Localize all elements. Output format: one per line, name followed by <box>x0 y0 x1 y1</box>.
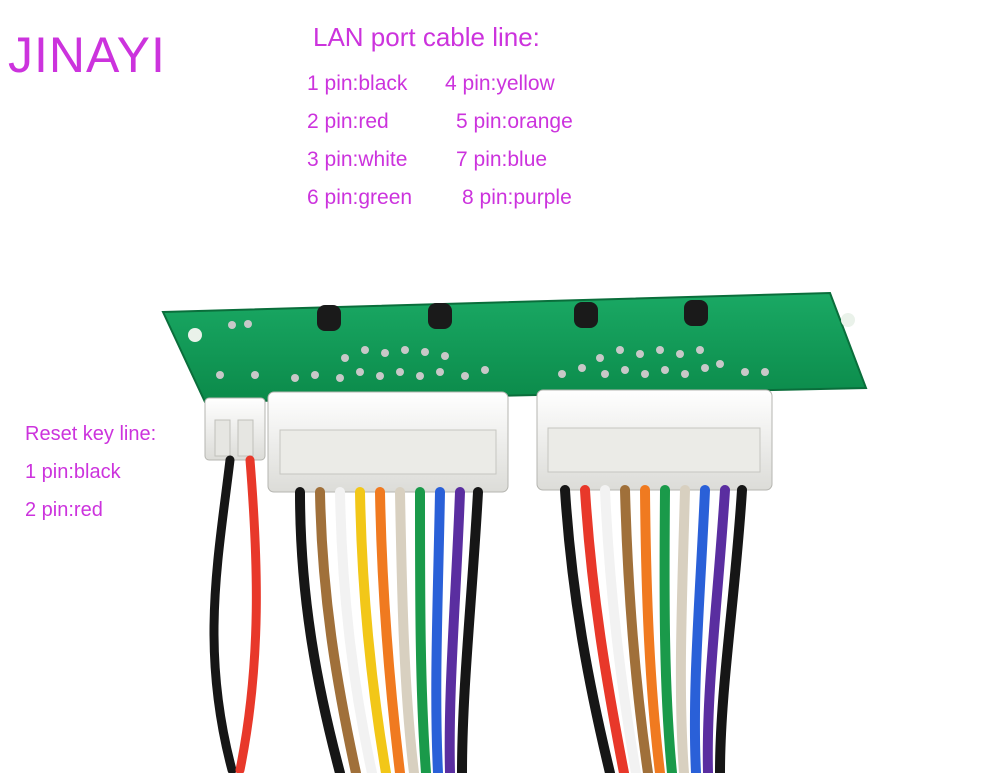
lan-cable-title: LAN port cable line: <box>313 22 540 52</box>
reset-key-title: Reset key line: <box>25 423 157 445</box>
brand-logo-text: JINAYI <box>8 27 166 83</box>
lan-pin-label: 6 pin:green <box>307 186 413 209</box>
lan-pin-label: 5 pin:orange <box>456 110 573 133</box>
lan-pin-label: 1 pin:black <box>307 72 408 95</box>
lan-connector-left <box>267 391 509 493</box>
lan-pin-label: 8 pin:purple <box>462 186 572 209</box>
lan-pin-label: 7 pin:blue <box>456 148 548 171</box>
reset-pin-label: 1 pin:black <box>25 461 121 483</box>
wires-left <box>295 487 483 773</box>
reset-connector <box>204 397 266 461</box>
reset-pin-label: 2 pin:red <box>25 499 103 521</box>
lan-pin-label: 4 pin:yellow <box>445 72 555 95</box>
lan-pin-label: 3 pin:white <box>307 148 408 171</box>
wires-right <box>560 485 747 773</box>
reset-wires <box>209 455 261 773</box>
lan-connector-right <box>536 389 773 491</box>
pcb-board <box>161 291 868 404</box>
lan-pin-label: 2 pin:red <box>307 110 389 133</box>
